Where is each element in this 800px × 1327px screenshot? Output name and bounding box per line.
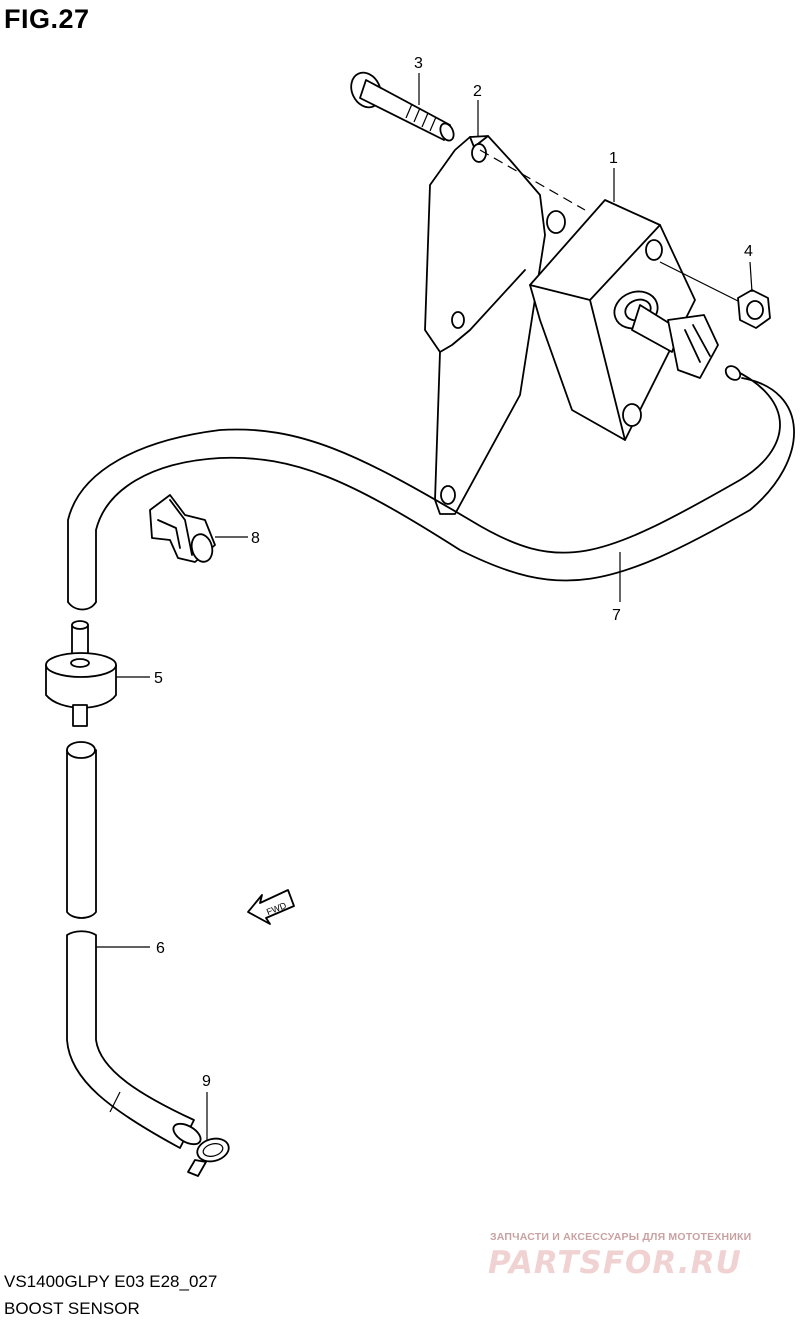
clamp-part-9[interactable] (187, 1135, 231, 1177)
hose-part-7[interactable] (67, 363, 795, 611)
nut-part-4[interactable] (659, 261, 771, 329)
callout-6: 6 (156, 940, 165, 957)
callout-8: 8 (251, 530, 260, 547)
hose-part-6[interactable] (66, 741, 204, 1149)
connector-part-5[interactable] (45, 620, 117, 727)
model-code: VS1400GLPY E03 E28_027 (4, 1272, 218, 1291)
clip-part-8[interactable] (149, 494, 216, 564)
watermark-logo: PARTSFOR.RU (488, 1245, 742, 1281)
watermark-tagline: ЗАПЧАСТИ И АКСЕССУАРЫ ДЛЯ МОТОТЕХНИКИ (490, 1231, 752, 1243)
leader-lines (96, 73, 753, 1140)
callout-1: 1 (609, 150, 618, 167)
callout-3: 3 (414, 55, 423, 72)
callout-7: 7 (612, 607, 621, 624)
boost-sensor-part-1[interactable] (529, 199, 719, 441)
figure-title: FIG.27 (4, 4, 90, 34)
bolt-part-3[interactable] (346, 68, 586, 211)
callout-9: 9 (202, 1073, 211, 1090)
callout-4: 4 (744, 243, 753, 260)
callout-2: 2 (473, 83, 482, 100)
fwd-arrow-icon: FWD (247, 889, 295, 925)
section-name: BOOST SENSOR (4, 1299, 140, 1318)
callout-5: 5 (154, 670, 163, 687)
bracket-part-2[interactable] (424, 135, 566, 515)
